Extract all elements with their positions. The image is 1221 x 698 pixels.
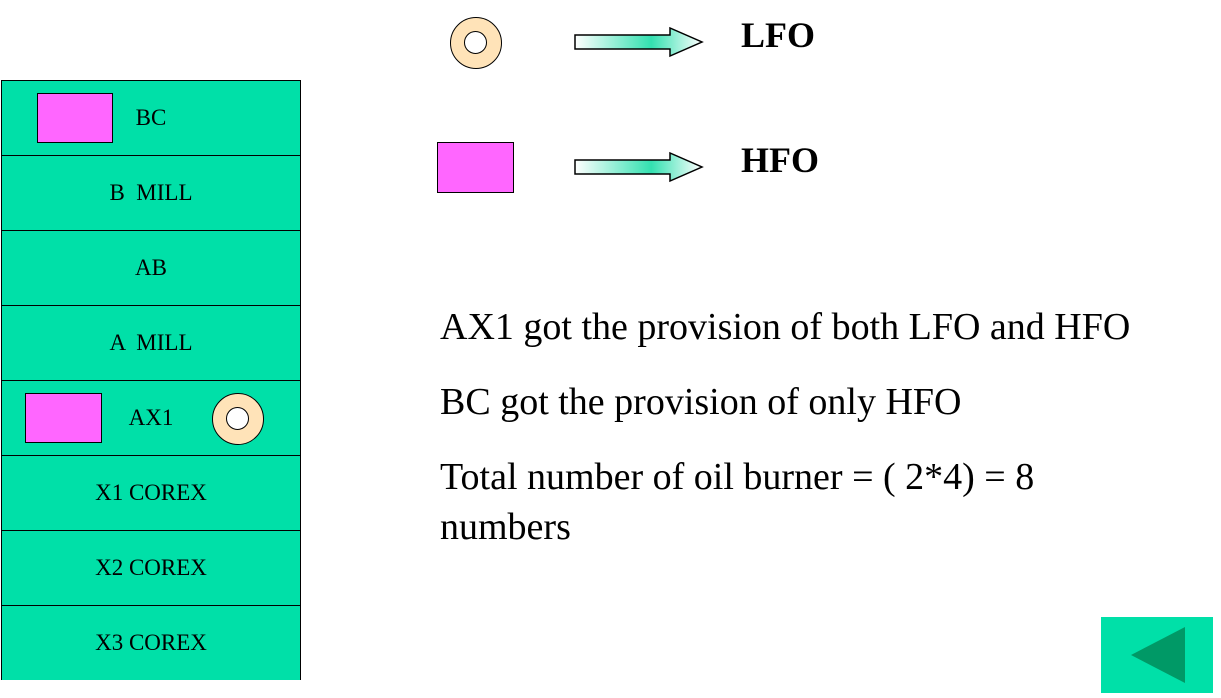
row-label: X3 COREX bbox=[95, 630, 207, 655]
legend-lfo-label: LFO bbox=[741, 15, 816, 55]
row-label: BC bbox=[135, 105, 167, 130]
row-label: B MILL bbox=[109, 180, 193, 205]
row-label: X2 COREX bbox=[95, 555, 207, 580]
lfo-marker bbox=[212, 393, 264, 445]
row-label: AB bbox=[135, 255, 167, 280]
legend-lfo-arrow bbox=[574, 26, 704, 58]
note-ax1: AX1 got the provision of both LFO and HF… bbox=[440, 306, 1131, 348]
row-x1-corex: X1 COREX bbox=[2, 456, 300, 531]
legend-hfo-icon bbox=[437, 142, 514, 193]
row-x2-corex: X2 COREX bbox=[2, 531, 300, 606]
note-bc: BC got the provision of only HFO bbox=[440, 381, 962, 423]
row-ax1: AX1 bbox=[2, 381, 300, 456]
note-total: Total number of oil burner = ( 2*4) = 8 … bbox=[440, 456, 1035, 548]
legend-hfo-label: HFO bbox=[741, 140, 819, 180]
row-bc: BC bbox=[2, 81, 300, 156]
row-label: X1 COREX bbox=[95, 480, 207, 505]
row-x3-corex: X3 COREX bbox=[2, 606, 300, 680]
row-b-mill: B MILL bbox=[2, 156, 300, 231]
back-arrow-icon bbox=[1131, 627, 1185, 683]
back-button[interactable] bbox=[1101, 617, 1213, 693]
hfo-marker bbox=[25, 393, 102, 443]
legend-lfo-icon bbox=[450, 17, 502, 69]
row-label: A MILL bbox=[109, 330, 193, 355]
row-label: AX1 bbox=[128, 405, 174, 430]
row-ab: AB bbox=[2, 231, 300, 306]
hfo-marker bbox=[37, 93, 113, 143]
row-a-mill: A MILL bbox=[2, 306, 300, 381]
legend-hfo-arrow bbox=[574, 151, 704, 183]
burner-stack: BC B MILL AB A MILL AX1 X1 COREX X2 CORE… bbox=[1, 80, 301, 680]
